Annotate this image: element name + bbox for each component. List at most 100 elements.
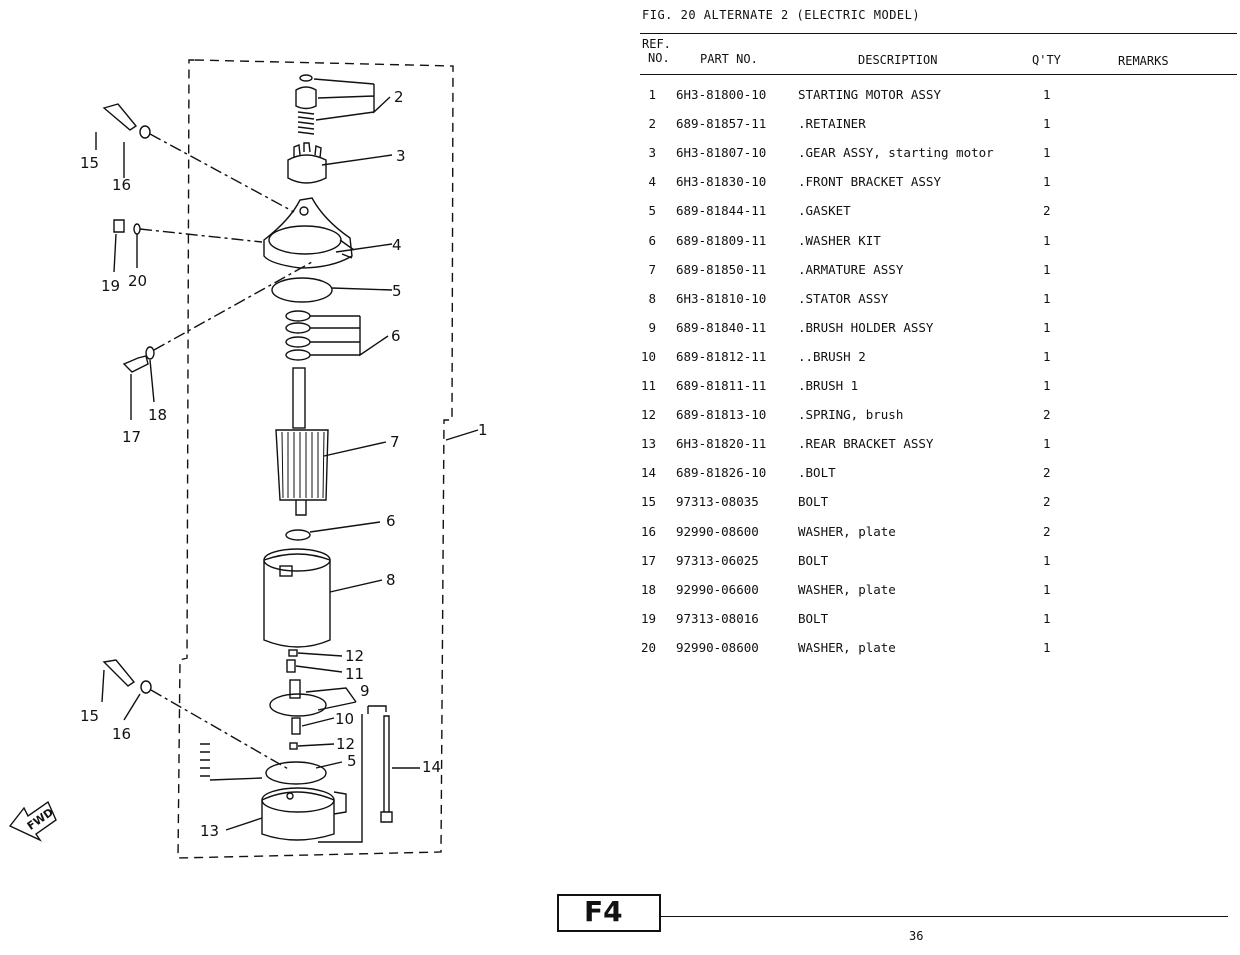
- description-cell: .BRUSH 1: [798, 378, 859, 393]
- callout-8: 8: [386, 571, 396, 589]
- ref-no-cell: 18: [640, 581, 656, 597]
- retainer-spring: [297, 111, 315, 135]
- qty-cell: 1: [1043, 261, 1051, 277]
- armature-shaft: [292, 367, 306, 429]
- callout-19: 19: [101, 277, 120, 295]
- callout-12: 12: [345, 647, 364, 665]
- section-code: F4: [584, 895, 623, 928]
- qty-cell: 2: [1043, 465, 1051, 481]
- armature-core: [275, 429, 329, 501]
- description-cell: STARTING MOTOR ASSY: [798, 87, 941, 102]
- ref-no-cell: 7: [648, 261, 656, 277]
- callout-14: 14: [422, 758, 441, 776]
- callout-16: 16: [112, 176, 131, 194]
- qty-cell: 2: [1043, 494, 1051, 510]
- ref-no-cell: 1: [648, 87, 656, 102]
- callout-6: 6: [391, 327, 401, 345]
- description-cell: .GEAR ASSY, starting motor: [798, 145, 994, 161]
- callout-9: 9: [360, 682, 370, 700]
- bolt-15-top: [102, 103, 138, 131]
- callout-18: 18: [148, 406, 167, 424]
- ref-no-cell: 15: [640, 494, 656, 510]
- description-cell: .WASHER KIT: [798, 232, 881, 248]
- ref-no-cell: 17: [640, 552, 656, 568]
- header-ref-line2: NO.: [648, 51, 670, 65]
- callout-17: 17: [122, 428, 141, 446]
- ref-no-cell: 5: [648, 203, 656, 219]
- part-no-cell: 6H3-81807-10: [676, 145, 767, 161]
- gasket-rear: [265, 761, 327, 785]
- qty-cell: 1: [1043, 116, 1051, 132]
- description-cell: .GASKET: [798, 203, 851, 219]
- qty-cell: 2: [1043, 407, 1051, 423]
- header-ref-line1: REF.: [642, 37, 671, 51]
- qty-cell: 1: [1043, 319, 1051, 335]
- part-no-cell: 92990-08600: [676, 523, 759, 539]
- ref-no-cell: 20: [640, 639, 656, 655]
- description-cell: .ARMATURE ASSY: [798, 261, 904, 277]
- exploded-view-diagram: 2 3 4 5 6 7 6 8 12 11 9 10 12 5 14 13 1 …: [8, 59, 488, 859]
- part-no-cell: 6H3-81820-11: [676, 436, 767, 452]
- retainer-cap: [295, 86, 317, 110]
- part-no-cell: 689-81809-11: [676, 232, 767, 248]
- table-header-rule: [640, 74, 1237, 75]
- ref-no-cell: 6: [648, 232, 656, 248]
- callout-6b: 6: [386, 512, 396, 530]
- part-no-cell: 689-81811-11: [676, 378, 767, 393]
- page-number: 36: [909, 929, 924, 943]
- brush-holder: [269, 693, 327, 717]
- description-cell: WASHER, plate: [798, 639, 896, 655]
- qty-cell: 1: [1043, 174, 1051, 190]
- description-cell: BOLT: [798, 552, 829, 568]
- ref-no-cell: 4: [648, 174, 656, 190]
- callout-10: 10: [335, 710, 354, 728]
- callout-1: 1: [478, 421, 488, 439]
- part-no-cell: 6H3-81800-10: [676, 87, 767, 102]
- description-cell: WASHER, plate: [798, 523, 896, 539]
- part-no-cell: 689-81840-11: [676, 319, 767, 335]
- footer-rule: [660, 916, 1228, 917]
- qty-cell: 1: [1043, 290, 1051, 306]
- gasket-front: [271, 277, 333, 303]
- callout-2: 2: [394, 88, 404, 106]
- callout-12b: 12: [336, 735, 355, 753]
- retainer-ring: [299, 74, 313, 82]
- through-bolt: [380, 715, 393, 823]
- ref-no-cell: 8: [648, 290, 656, 306]
- assembly-boundary: [177, 59, 454, 859]
- header-ref-no: REF. NO.: [642, 37, 671, 65]
- table-top-rule: [640, 33, 1237, 34]
- part-no-cell: 689-81857-11: [676, 116, 767, 132]
- description-cell: ..BRUSH 2: [798, 348, 866, 364]
- ref-no-cell: 10: [640, 348, 656, 364]
- part-no-cell: 689-81826-10: [676, 465, 767, 481]
- qty-cell: 2: [1043, 203, 1051, 219]
- header-remarks: REMARKS: [1118, 54, 1169, 68]
- bolt-15-bottom: [102, 659, 136, 687]
- description-cell: WASHER, plate: [798, 581, 896, 597]
- part-no-cell: 689-81844-11: [676, 203, 767, 219]
- rear-bracket: [261, 791, 335, 841]
- callout-4: 4: [392, 236, 402, 254]
- part-no-cell: 97313-06025: [676, 552, 759, 568]
- callout-20: 20: [128, 272, 147, 290]
- ref-no-cell: 3: [648, 145, 656, 161]
- qty-cell: 1: [1043, 552, 1051, 568]
- callout-13: 13: [200, 822, 219, 840]
- callout-5: 5: [392, 282, 402, 300]
